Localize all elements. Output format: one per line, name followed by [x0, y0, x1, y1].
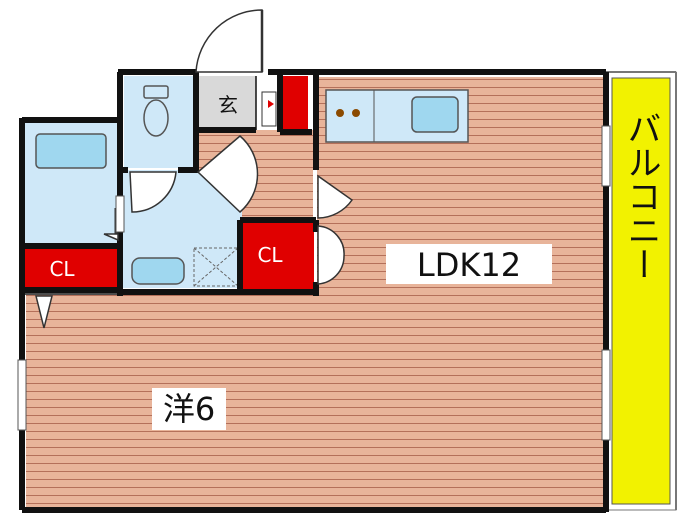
closet-door[interactable]	[317, 225, 345, 285]
balcony-label: バルコニー	[621, 111, 661, 281]
toilet-icon	[143, 85, 169, 137]
sink-icon	[411, 96, 459, 133]
stove-burner-icon	[352, 109, 360, 117]
entrance-label-bg	[214, 90, 242, 118]
stove-burner-icon	[336, 109, 344, 117]
toilet-door[interactable]	[129, 171, 177, 213]
shoe-cabinet	[261, 91, 277, 127]
ldk-label: LDK12	[417, 246, 521, 284]
closet-left-door[interactable]	[35, 295, 53, 329]
closet-left-label: CL	[49, 257, 75, 281]
western-room-floor	[26, 295, 606, 508]
entrance-label: 玄	[218, 93, 238, 117]
western-room-label: 洋6	[163, 390, 215, 428]
western-room-label-bg	[152, 388, 226, 430]
wash-basin-icon	[131, 257, 185, 285]
closet-center	[242, 222, 314, 294]
balcony	[605, 71, 677, 511]
ldk-label-bg	[386, 244, 552, 284]
ldk-door[interactable]	[317, 174, 354, 219]
closet-left	[24, 248, 118, 288]
kitchen-counter	[325, 89, 469, 143]
hall-door[interactable]	[196, 135, 259, 214]
closet-entrance	[282, 76, 308, 130]
windows	[17, 125, 611, 441]
bathtub-icon	[35, 133, 107, 169]
closet-center-label: CL	[257, 243, 283, 267]
entrance-door[interactable]	[195, 9, 264, 73]
